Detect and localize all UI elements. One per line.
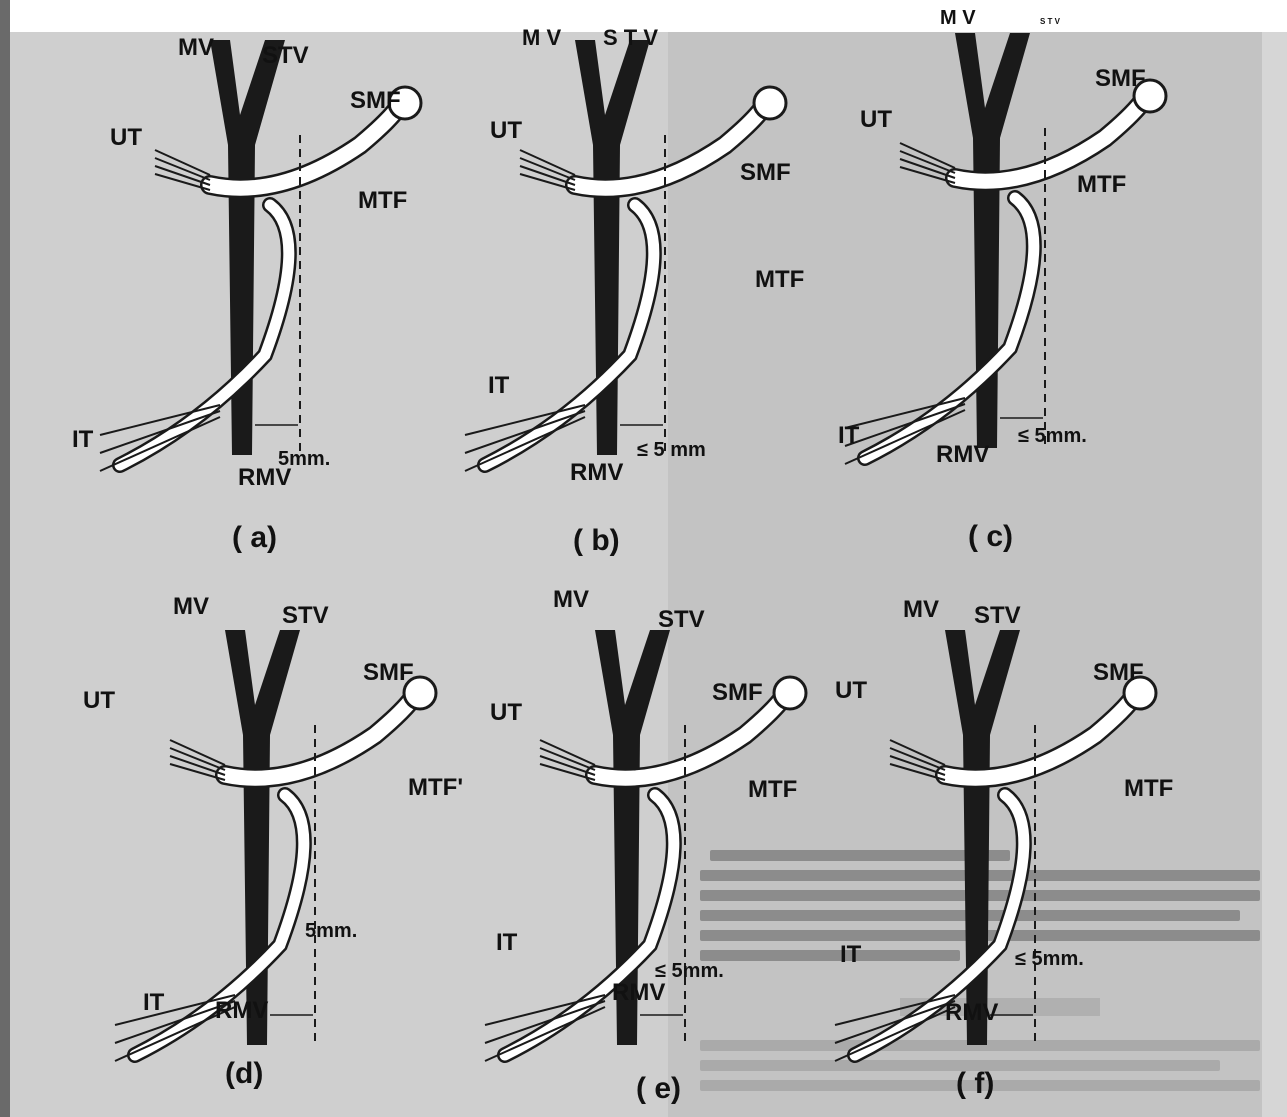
label-mtf: MTF (748, 776, 797, 803)
mtf-branch-outline (485, 205, 654, 465)
label-mtf: MTF' (408, 774, 463, 801)
mtf-branch-outline (120, 205, 289, 465)
panel-caption: ( e) (636, 1072, 681, 1105)
panel-caption: ( a) (232, 521, 277, 554)
label-mtf: MTF (755, 266, 804, 293)
ut-branch-line (520, 150, 575, 175)
label-stv: STV (658, 606, 705, 633)
label-rmv: RMV (936, 441, 989, 468)
label-dist: ≤ 5 mm (637, 439, 706, 461)
panel-f: MV STV SMF UT MTF IT RMV ≤ 5mm. ( f) (835, 596, 1173, 1100)
label-smf: SMF (1093, 659, 1144, 686)
label-smf: SMF (1095, 65, 1146, 92)
label-it: IT (496, 929, 518, 956)
it-branch-line (100, 417, 220, 471)
label-stv: STV (282, 602, 329, 629)
label-mv: MV (903, 596, 939, 623)
label-rmv: RMV (612, 979, 665, 1006)
label-it: IT (838, 422, 860, 449)
label-mtf: MTF (358, 187, 407, 214)
label-dist: ≤ 5mm. (1018, 425, 1087, 447)
ut-branch-line (890, 740, 945, 765)
ut-branch-line (155, 150, 210, 175)
mtf-branch (120, 205, 289, 465)
label-mv: MV (173, 593, 209, 620)
label-mtf: MTF (1077, 171, 1126, 198)
panel-caption: ( b) (573, 524, 620, 557)
label-mv: M V (940, 7, 976, 29)
panel-caption: ( f) (956, 1067, 994, 1100)
label-ut: UT (490, 699, 522, 726)
label-stv: S T V (603, 25, 658, 50)
panel-c: M V S T V SMF UT MTF IT RMV ≤ 5mm. ( c) (838, 7, 1166, 553)
label-smf: SMF (350, 87, 401, 114)
label-stv: STV (262, 42, 309, 69)
label-it: IT (840, 941, 862, 968)
smf-terminal-bulb (754, 87, 786, 119)
panel-d: MV STV SMF UT MTF' IT RMV 5mm. (d) (83, 593, 463, 1090)
label-ut: UT (490, 117, 522, 144)
label-dist: 5mm. (305, 920, 357, 942)
label-stv: S T V (1040, 17, 1061, 26)
label-dist: ≤ 5mm. (655, 960, 724, 982)
mtf-branch (505, 795, 674, 1055)
label-mtf: MTF (1124, 775, 1173, 802)
smf-terminal-bulb (774, 677, 806, 709)
it-branch-line (835, 1007, 955, 1061)
mtf-branch-outline (865, 198, 1034, 458)
mtf-branch-outline (855, 795, 1024, 1055)
label-ut: UT (110, 124, 142, 151)
it-branch-line (485, 1007, 605, 1061)
panel-caption: (d) (225, 1057, 263, 1090)
mtf-branch (855, 795, 1024, 1055)
mtf-branch (485, 205, 654, 465)
label-dist: 5mm. (278, 448, 330, 470)
ut-branch-line (540, 740, 595, 765)
mtf-branch (865, 198, 1034, 458)
panel-b: M V S T V SMF UT MTF IT RMV ≤ 5 mm ( b) (465, 25, 804, 557)
label-it: IT (143, 989, 165, 1016)
mtf-branch-outline (505, 795, 674, 1055)
label-ut: UT (83, 687, 115, 714)
label-it: IT (72, 426, 94, 453)
label-it: IT (488, 372, 510, 399)
ut-branch-line (900, 143, 955, 168)
it-branch-line (465, 417, 585, 471)
label-stv: STV (974, 602, 1021, 629)
ut-branch-line (170, 740, 225, 765)
label-rmv: RMV (215, 997, 268, 1024)
label-smf: SMF (712, 679, 763, 706)
label-mv: MV (553, 586, 589, 613)
label-ut: UT (860, 106, 892, 133)
label-rmv: RMV (570, 459, 623, 486)
panel-e: MV STV SMF UT MTF IT RMV≤ 5mm. ( e) (485, 586, 806, 1105)
label-mv: M V (522, 25, 561, 50)
label-mv: MV (178, 34, 214, 61)
label-ut: UT (835, 677, 867, 704)
label-rmv: RMV (945, 999, 998, 1026)
label-smf: SMF (740, 159, 791, 186)
panel-caption: ( c) (968, 520, 1013, 553)
label-dist: ≤ 5mm. (1015, 948, 1084, 970)
label-smf: SMF (363, 659, 414, 686)
